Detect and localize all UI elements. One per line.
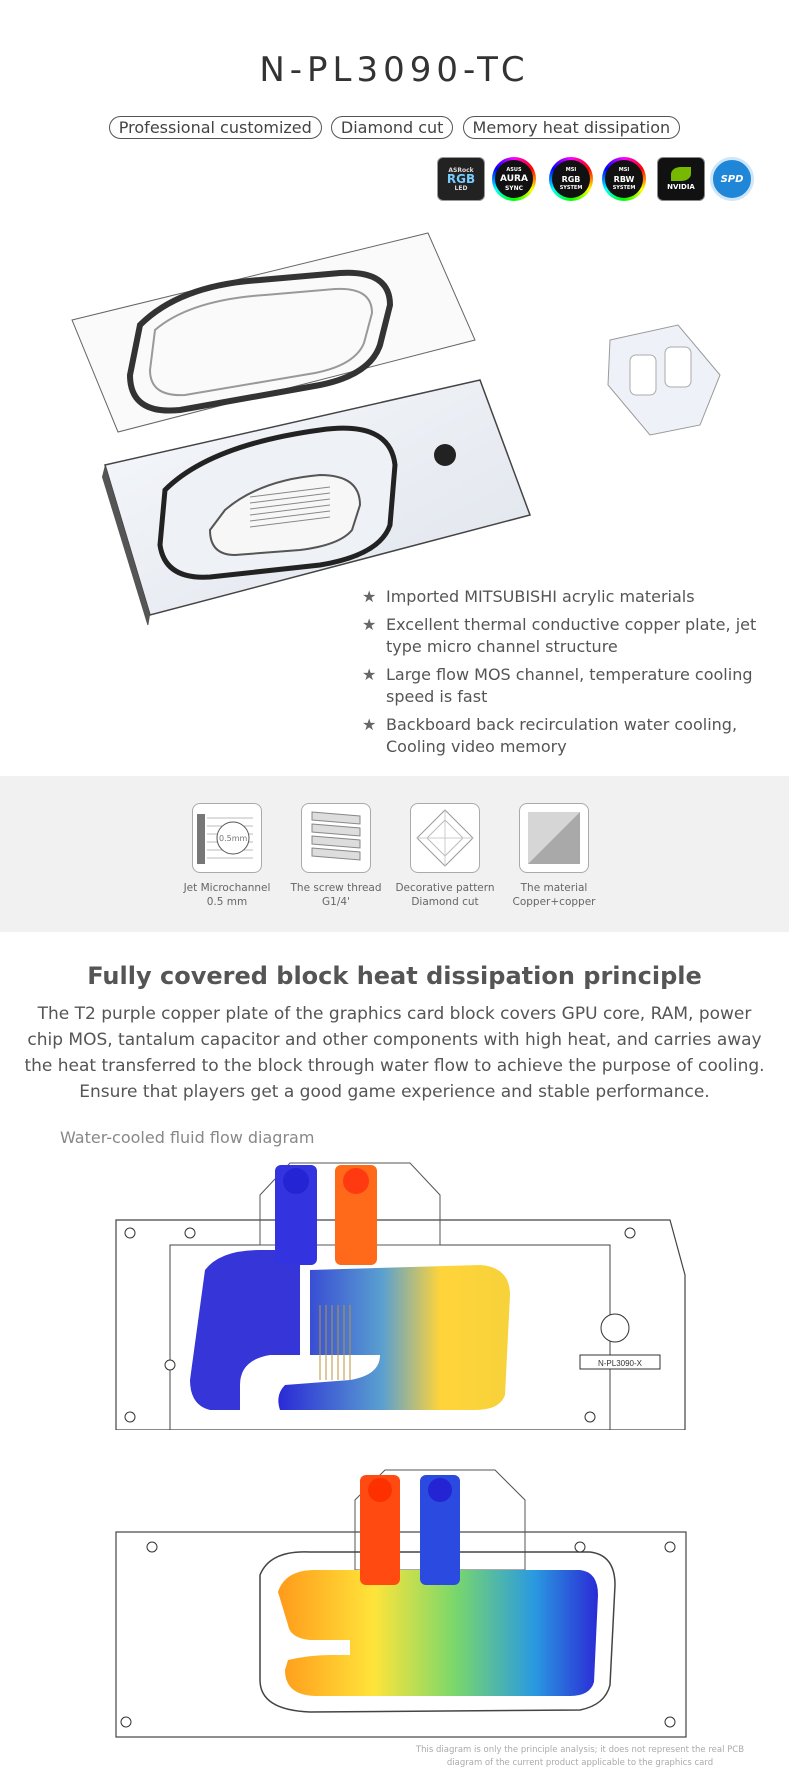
feature-item: ★ Backboard back recirculation water cool… bbox=[360, 714, 770, 758]
tag-diamond-cut: Diamond cut bbox=[330, 116, 454, 139]
star-icon: ★ bbox=[362, 587, 377, 606]
msi-rbw-system-text: SYSTEM bbox=[612, 184, 636, 191]
aura-sync-text: SYNC bbox=[504, 184, 524, 192]
feature-text: Backboard back recirculation water cooli… bbox=[386, 715, 738, 756]
spec-line2: G1/4' bbox=[322, 896, 350, 908]
feature-list: ★ Imported MITSUBISHI acrylic materials ★… bbox=[360, 586, 770, 764]
cold-outlet bbox=[420, 1475, 460, 1585]
microchannel-icon: 0.5mm bbox=[192, 803, 262, 873]
spec-line1: Jet Microchannel bbox=[183, 882, 271, 894]
feature-tags: Professional customized Diamond cut Memo… bbox=[0, 116, 789, 139]
block-center bbox=[208, 473, 362, 557]
hot-outlet bbox=[335, 1165, 377, 1265]
aura-brand-text: ASUS bbox=[506, 166, 522, 173]
spec-microchannel: 0.5mm Jet Microchannel 0.5 mm bbox=[172, 803, 282, 909]
feature-text: Imported MITSUBISHI acrylic materials bbox=[386, 587, 695, 606]
hot-inlet bbox=[360, 1475, 400, 1585]
star-icon: ★ bbox=[362, 715, 377, 734]
bykski-badge bbox=[600, 1313, 630, 1343]
spd-logo: SPD bbox=[710, 157, 754, 201]
principle-heading: Fully covered block heat dissipation pri… bbox=[87, 962, 702, 990]
product-title: N-PL3090-TC bbox=[259, 50, 530, 90]
msi-rbw-system-logo: MSI RBW SYSTEM bbox=[602, 157, 646, 201]
msi-rgb-text: RGB bbox=[561, 174, 581, 184]
spec-screw-thread: The screw thread G1/4' bbox=[281, 803, 391, 909]
cold-port bbox=[283, 1168, 309, 1194]
hot-port bbox=[343, 1168, 369, 1194]
msi-rgb-brand-text: MSI bbox=[565, 166, 577, 173]
flow-diagram-label: Water-cooled fluid flow diagram bbox=[60, 1128, 315, 1147]
feature-item: ★ Imported MITSUBISHI acrylic materials bbox=[360, 586, 770, 608]
diamond-pattern-icon bbox=[410, 803, 480, 873]
asrock-led-text: LED bbox=[454, 184, 468, 192]
hot-channel bbox=[278, 1265, 510, 1410]
tag-professional-customized: Professional customized bbox=[108, 116, 322, 139]
front-flow-diagram: N-PL3090-X bbox=[115, 1162, 686, 1430]
star-icon: ★ bbox=[362, 665, 377, 684]
msi-rbw-brand-text: MSI bbox=[618, 166, 630, 173]
hot-port bbox=[368, 1478, 392, 1502]
msi-rbw-text: RBW bbox=[613, 174, 635, 184]
cold-channel bbox=[190, 1250, 300, 1410]
spec-decorative-pattern: Decorative pattern Diamond cut bbox=[390, 803, 500, 909]
nvidia-logo: NVIDIA bbox=[657, 157, 705, 201]
spec-line2: Diamond cut bbox=[411, 896, 479, 908]
nvidia-text: NVIDIA bbox=[667, 182, 695, 191]
model-plate-text: N-PL3090-X bbox=[598, 1359, 643, 1368]
backplate bbox=[71, 232, 476, 433]
terminal-outline bbox=[259, 1162, 441, 1246]
spec-line1: The material bbox=[520, 882, 588, 894]
rainbow-channel bbox=[278, 1570, 598, 1696]
nvidia-eye-icon bbox=[671, 166, 691, 181]
diagram-footnote: This diagram is only the principle analy… bbox=[415, 1745, 745, 1768]
msi-rgb-system-text: SYSTEM bbox=[559, 184, 583, 191]
asrock-brand-text: ASRock bbox=[448, 166, 474, 174]
feature-text: Excellent thermal conductive copper plat… bbox=[386, 615, 757, 656]
star-icon: ★ bbox=[362, 615, 377, 634]
spec-material: The material Copper+copper bbox=[499, 803, 609, 909]
backplate-frame-inner bbox=[148, 287, 374, 397]
screw-thread-icon bbox=[301, 803, 371, 873]
spec-line1: The screw thread bbox=[290, 882, 382, 894]
backplate-frame bbox=[126, 269, 394, 414]
bykski-badge bbox=[434, 444, 456, 466]
tag-memory-heat-dissipation: Memory heat dissipation bbox=[462, 116, 681, 139]
water-block-render bbox=[71, 232, 721, 625]
aura-sync-logo: ASUS AURA SYNC bbox=[492, 157, 536, 201]
main-block-side bbox=[102, 465, 150, 625]
principle-body: The T2 purple copper plate of the graphi… bbox=[24, 1004, 765, 1102]
feature-item: ★ Large flow MOS channel, temperature coo… bbox=[360, 664, 770, 708]
cold-port bbox=[428, 1478, 452, 1502]
spec-line2: Copper+copper bbox=[512, 896, 596, 908]
msi-rgb-system-logo: MSI RGB SYSTEM bbox=[549, 157, 593, 201]
feature-text: Large flow MOS channel, temperature cool… bbox=[386, 665, 753, 706]
spec-line1: Decorative pattern bbox=[395, 882, 495, 894]
asrock-rgb-led-logo: ASRock RGB LED bbox=[437, 157, 485, 201]
material-swatch-icon bbox=[519, 803, 589, 873]
microchannel-size-text: 0.5mm bbox=[219, 834, 248, 843]
cold-inlet bbox=[275, 1165, 317, 1265]
back-flow-diagram bbox=[115, 1469, 687, 1738]
spec-line2: 0.5 mm bbox=[206, 896, 248, 908]
model-plate bbox=[579, 1354, 661, 1370]
spd-text: SPD bbox=[720, 173, 744, 185]
feature-item: ★ Excellent thermal conductive copper pla… bbox=[360, 614, 770, 658]
backplate-channel-frame bbox=[259, 1551, 616, 1713]
asrock-rgb-text: RGB bbox=[446, 171, 476, 186]
aura-text: AURA bbox=[500, 173, 528, 184]
terminal-block bbox=[607, 324, 721, 436]
spec-band bbox=[0, 776, 789, 932]
